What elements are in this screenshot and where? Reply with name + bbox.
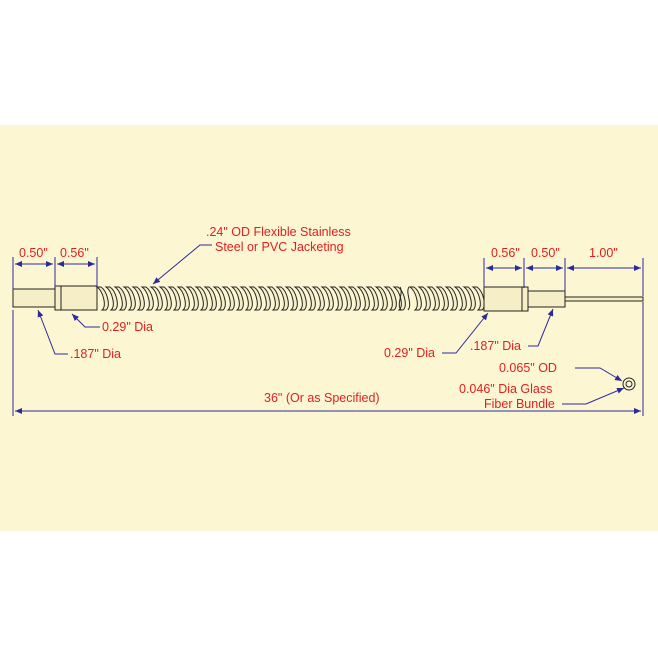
- jacket-coil-left-15: [230, 286, 244, 311]
- jacket-coil-left-4: [131, 286, 145, 311]
- jacket-coil-left-22: [293, 286, 307, 311]
- jacket-label-line1: .24" OD Flexible Stainless: [206, 225, 351, 239]
- right-dim-100: 1.00": [589, 246, 618, 260]
- jacket-coil-left-16: [239, 286, 253, 311]
- overall-length-dimension: [12, 302, 644, 416]
- jacket-coil-left-1: [104, 286, 118, 311]
- fiber-end-view-inner: [625, 380, 633, 388]
- jacket-coil-left-31: [374, 286, 388, 311]
- jacket-coil-right-2: [426, 286, 440, 311]
- jacket-coil-left-27: [338, 286, 352, 311]
- left-ferrule-ring: [54, 285, 62, 311]
- jacket-coil-left-17: [248, 286, 262, 311]
- glass-fiber-bundle: [564, 296, 644, 302]
- jacket-coil-left-26: [329, 286, 343, 311]
- left-dim-050: 0.50": [19, 246, 48, 260]
- right-dia-029: 0.29" Dia: [384, 346, 435, 360]
- drawing-background: [0, 125, 658, 531]
- glass-leader: [562, 387, 625, 405]
- jacket-coil-right-5: [453, 286, 467, 311]
- flexible-jacket: [95, 286, 485, 311]
- left-dimensions: [12, 257, 98, 290]
- jacket-coil-left-14: [221, 286, 235, 311]
- jacket-leader: [152, 244, 212, 285]
- jacket-coil-left-29: [356, 286, 370, 311]
- left-dia-187: .187" Dia: [70, 347, 121, 361]
- jacket-coil-left-5: [140, 286, 154, 311]
- jacket-coil-left-32: [383, 286, 397, 311]
- jacket-coil-left-12: [203, 286, 217, 311]
- jacket-coil-left-30: [365, 286, 379, 311]
- jacket-coil-left-23: [302, 286, 316, 311]
- jacket-coil-left-9: [176, 286, 190, 311]
- jacket-label-line2: Steel or PVC Jacketing: [215, 240, 344, 254]
- jacket-coil-left-18: [257, 286, 271, 311]
- left-dia-029: 0.29" Dia: [102, 320, 153, 334]
- jacket-coil-left-28: [347, 286, 361, 311]
- overall-length-label: 36" (Or as Specified): [264, 391, 380, 405]
- od-065-label: 0.065" OD: [499, 361, 557, 375]
- jacket-coil-left-2: [113, 286, 127, 311]
- jacket-coil-left-0: [95, 286, 109, 311]
- jacket-coil-left-24: [311, 286, 325, 311]
- right-ferrule-ring: [521, 286, 529, 312]
- jacket-break-left: [398, 286, 402, 311]
- left-leaders: [37, 309, 100, 355]
- left-tip: [12, 288, 56, 308]
- jacket-coil-right-3: [435, 286, 449, 311]
- jacket-coil-left-7: [158, 286, 172, 311]
- left-connector: [12, 285, 98, 311]
- jacket-coil-left-25: [320, 286, 334, 311]
- right-dim-056: 0.56": [491, 246, 520, 260]
- jacket-coil-left-20: [275, 286, 289, 311]
- jacket-coil-right-1: [417, 286, 431, 311]
- left-ferrule: [60, 285, 98, 311]
- right-connector: [483, 286, 644, 312]
- jacket-coil-right-6: [462, 286, 476, 311]
- jacket-coil-left-6: [149, 286, 163, 311]
- jacket-coil-left-19: [266, 286, 280, 311]
- right-dia-187: .187" Dia: [470, 339, 521, 353]
- glass-label-line1: 0.046" Dia Glass: [459, 382, 552, 396]
- jacket-coil-left-11: [194, 286, 208, 311]
- right-ferrule: [483, 286, 523, 312]
- jacket-coil-right-4: [444, 286, 458, 311]
- right-tip: [527, 290, 566, 308]
- right-dimensions: [483, 258, 644, 296]
- jacket-coil-left-3: [122, 286, 136, 311]
- jacket-coil-left-21: [284, 286, 298, 311]
- od-leader: [575, 367, 623, 382]
- jacket-break-right: [407, 286, 411, 311]
- jacket-coil-right-0: [408, 286, 422, 311]
- left-dim-056: 0.56": [60, 246, 89, 260]
- jacket-coil-right-7: [471, 286, 485, 311]
- right-leaders: [442, 308, 554, 354]
- jacket-coil-left-10: [185, 286, 199, 311]
- right-dim-050: 0.50": [531, 246, 560, 260]
- jacket-coil-left-13: [212, 286, 226, 311]
- jacket-coil-left-8: [167, 286, 181, 311]
- glass-label-line2: Fiber Bundle: [484, 397, 555, 411]
